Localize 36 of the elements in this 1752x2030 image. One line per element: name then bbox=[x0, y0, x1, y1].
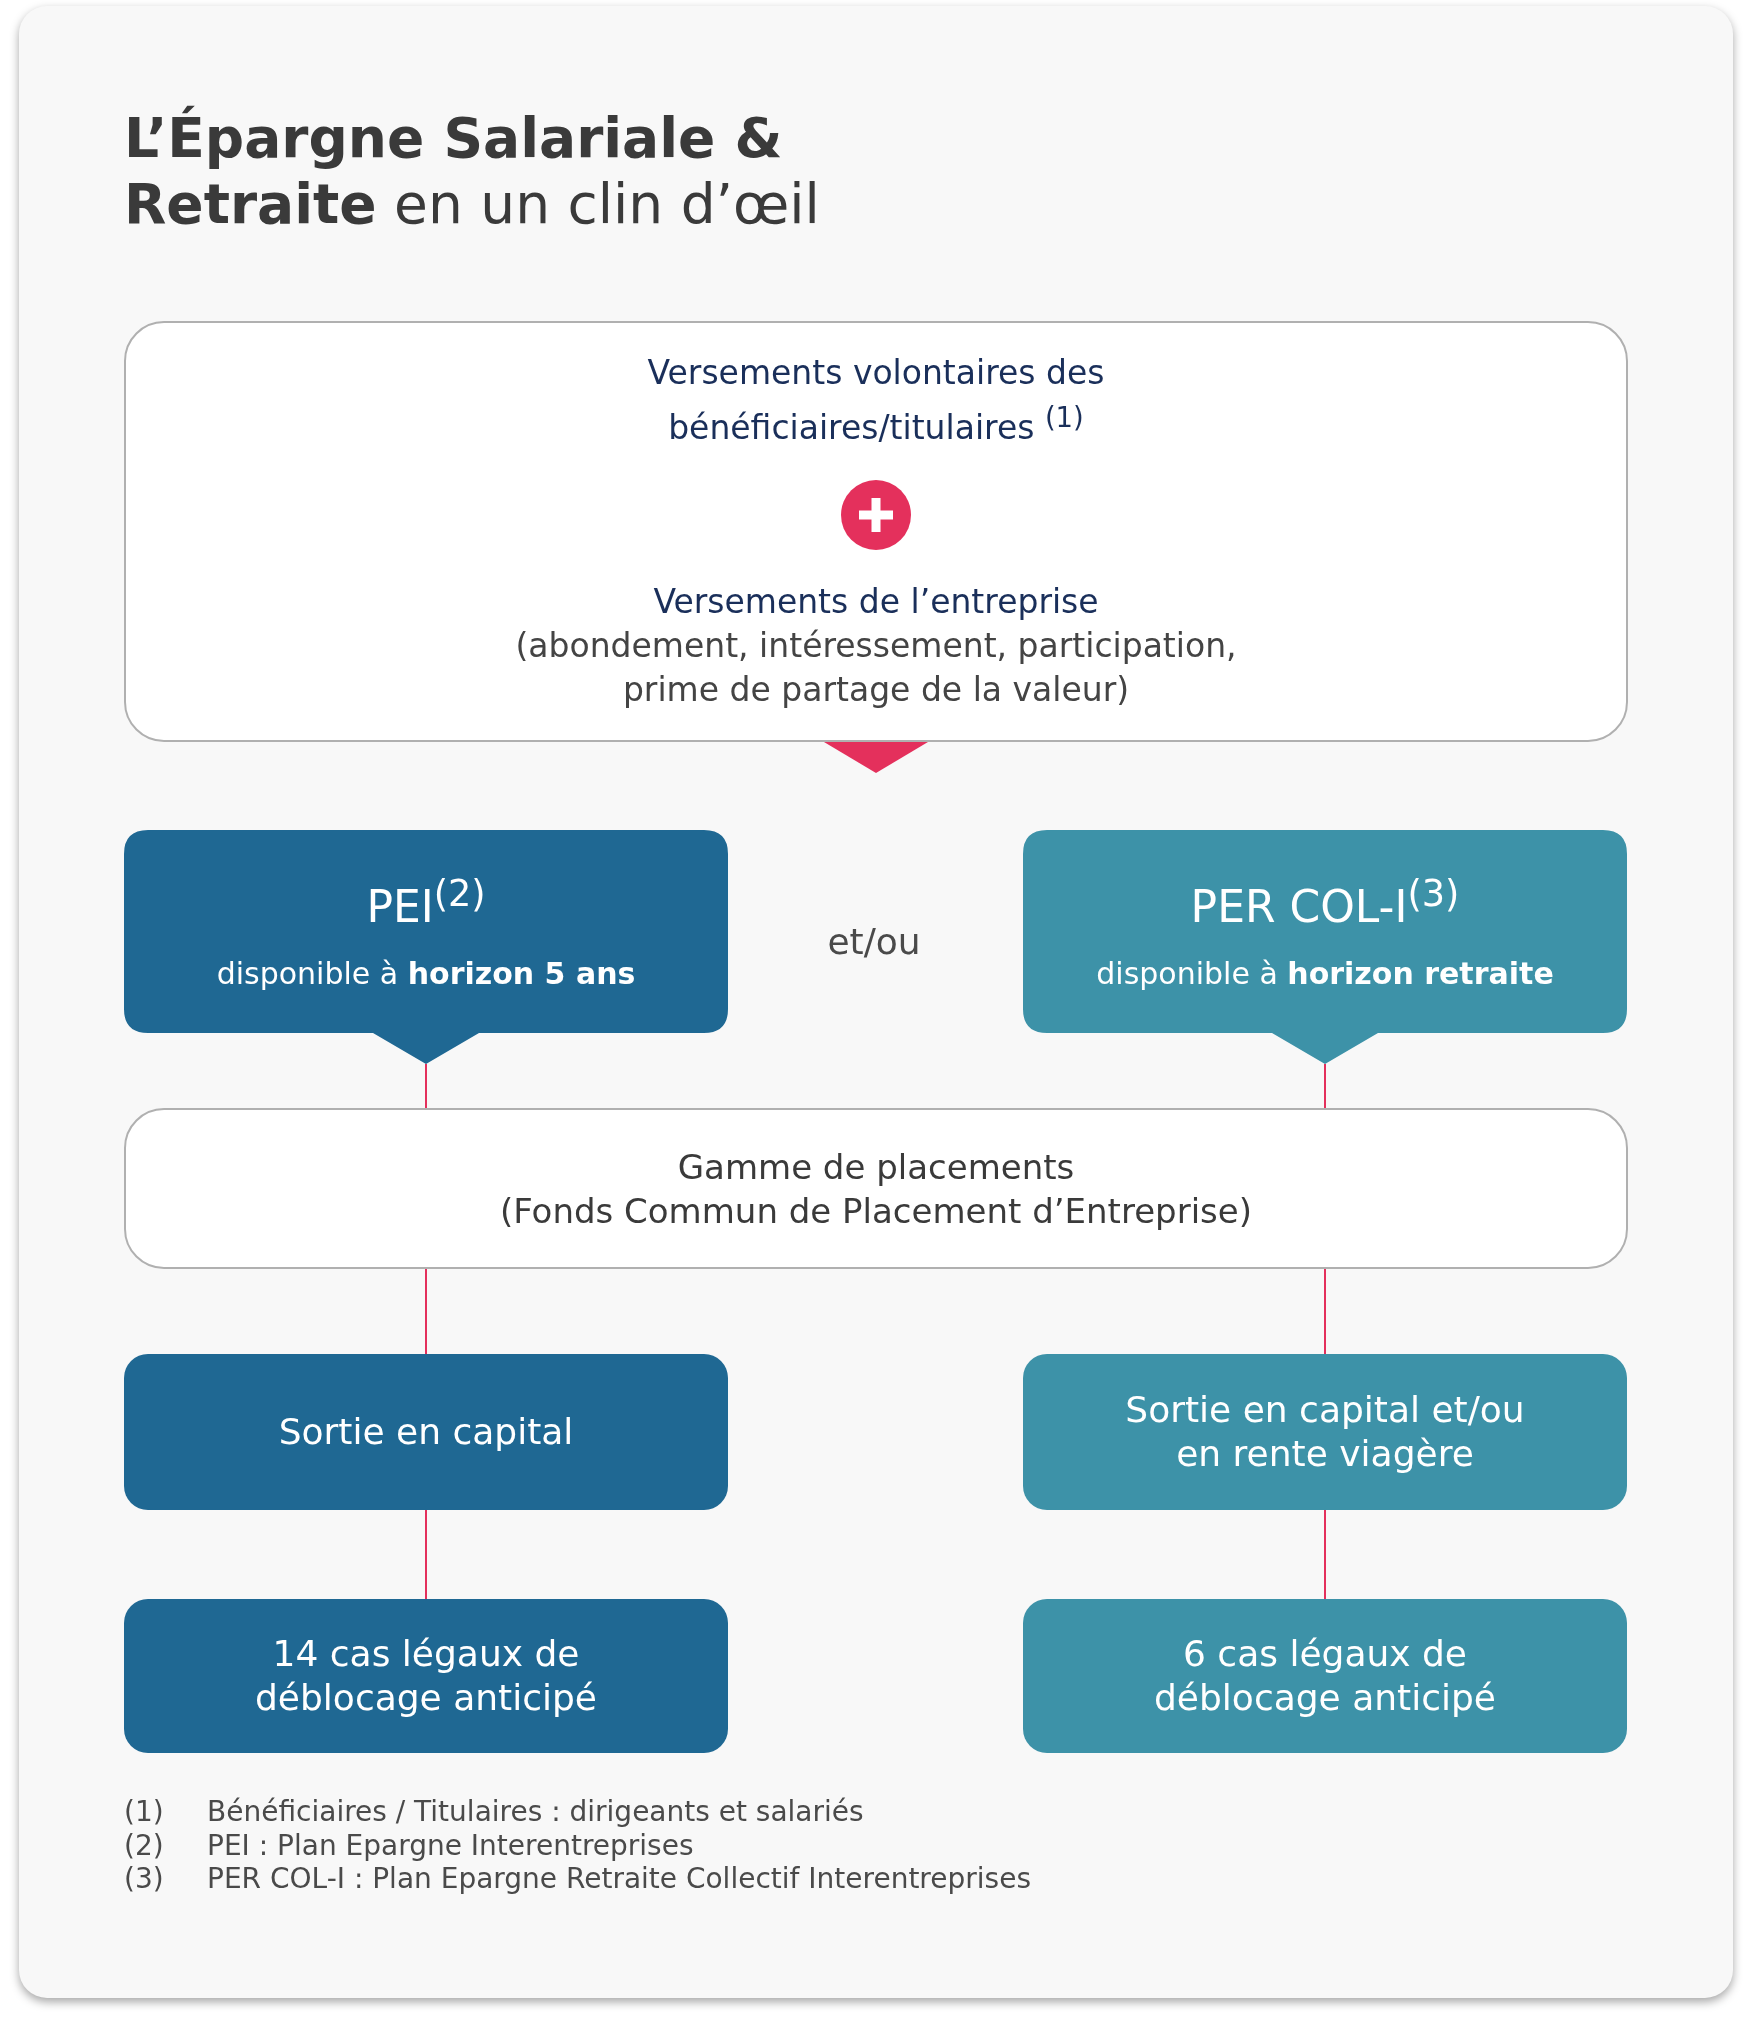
node-text: Versements de l’entreprise bbox=[653, 581, 1099, 623]
exit-box bbox=[1023, 1599, 1627, 1753]
connector-line bbox=[425, 1268, 427, 1355]
exit-box bbox=[1023, 1354, 1627, 1510]
connector-line bbox=[1324, 1509, 1326, 1600]
exit-box bbox=[124, 1354, 728, 1510]
footnote-number: (1) bbox=[124, 1794, 164, 1828]
node-text: (abondement, intéressement, participation, prime de partage de la valeur) bbox=[514, 625, 1238, 711]
connector-line bbox=[1324, 1268, 1326, 1355]
title: L’Épargne Salariale & Retraite en un clin d’œil bbox=[124, 105, 821, 237]
node-title: PER COL-I$^{(3)}$ bbox=[1190, 872, 1460, 932]
plan-box bbox=[1023, 830, 1627, 1064]
footnote-text: Bénéficiaires / Titulaires : dirigeants et salariés bbox=[207, 1794, 864, 1828]
arrow bbox=[824, 742, 928, 773]
node-text: disponible à horizon 5 ans bbox=[216, 955, 636, 991]
footnote-text: PER COL-I : Plan Epargne Retraite Collectif Interentreprises bbox=[207, 1861, 1031, 1895]
node-title: 14 cas légaux de déblocage anticipé bbox=[254, 1632, 598, 1720]
node-title: Versements volontaires des bénéficiaires/titulaires $^{(1)}$ bbox=[646, 352, 1106, 449]
exit-box bbox=[124, 1599, 728, 1753]
connector-line bbox=[425, 1063, 427, 1109]
contribution-box bbox=[124, 321, 1628, 742]
node-title: Sortie en capital bbox=[278, 1410, 574, 1454]
node-title: Gamme de placements bbox=[677, 1145, 1075, 1189]
connector-line bbox=[1324, 1063, 1326, 1109]
node-title: Sortie en capital et/ou en rente viagère bbox=[1124, 1388, 1526, 1476]
node-title: PEI$^{(2)}$ bbox=[366, 872, 486, 932]
investment-box bbox=[124, 1108, 1628, 1269]
connector-word: et/ou bbox=[827, 920, 921, 962]
footnote-text: PEI : Plan Epargne Interentreprises bbox=[207, 1828, 694, 1862]
footnote-number: (2) bbox=[124, 1828, 164, 1862]
node-text: disponible à horizon retraite bbox=[1096, 955, 1554, 991]
node-text: (Fonds Commun de Placement d’Entreprise) bbox=[500, 1189, 1252, 1233]
node-title: 6 cas légaux de déblocage anticipé bbox=[1153, 1632, 1497, 1720]
connector-line bbox=[425, 1509, 427, 1600]
footnote-number: (3) bbox=[124, 1861, 164, 1895]
plan-box bbox=[124, 830, 728, 1064]
